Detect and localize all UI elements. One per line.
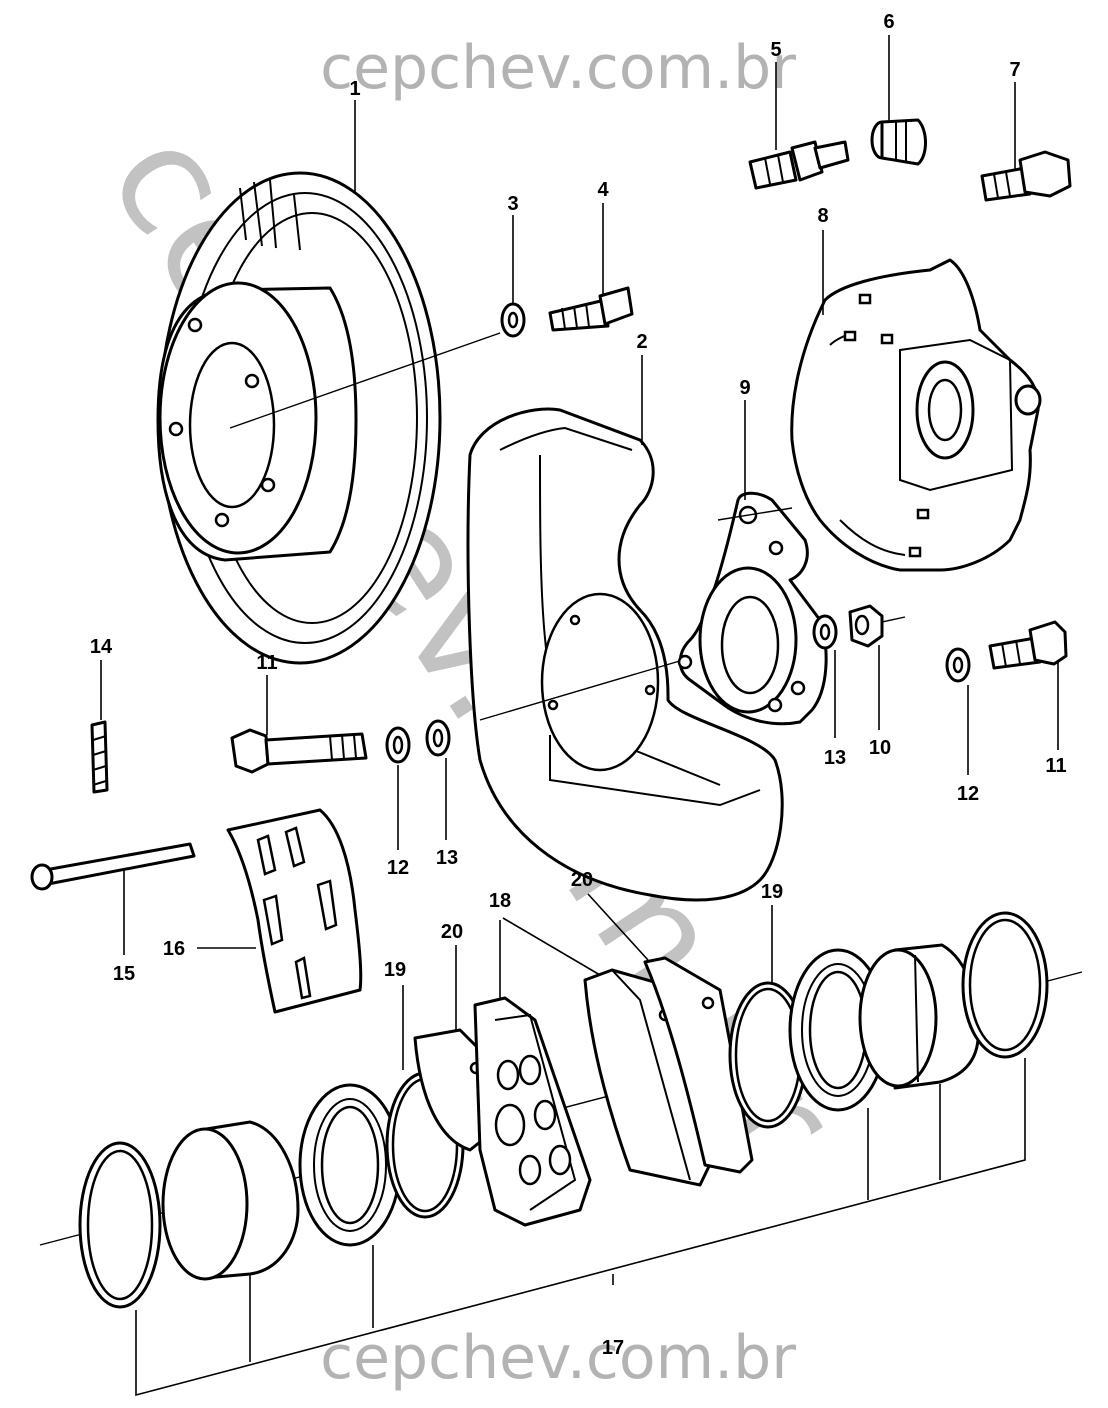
callout-20-left: 20	[441, 921, 463, 943]
callout-2: 2	[636, 331, 647, 353]
bleeder-screw	[748, 140, 850, 190]
bleeder-dust-cap	[870, 118, 927, 166]
lock-washer	[500, 302, 526, 338]
caliper-bolt-left	[230, 728, 368, 774]
piston-left	[161, 1120, 300, 1281]
brake-disc	[156, 171, 501, 665]
callout-4: 4	[597, 179, 609, 201]
watermark-bottom: cepchev.com.br	[320, 1323, 796, 1393]
splash-shield	[466, 407, 784, 902]
lock-washer-right	[945, 647, 971, 683]
seal-ring-right	[961, 911, 1049, 1059]
callout-17: 17	[602, 1337, 624, 1359]
brake-pad-right	[583, 968, 714, 1187]
anti-rattle-spring	[226, 808, 363, 1014]
caliper-bolt-top	[980, 150, 1072, 202]
callout-11-left: 11	[256, 652, 277, 674]
caliper-bracket	[677, 491, 828, 726]
callout-12-left: 12	[387, 857, 409, 879]
callout-16: 16	[163, 938, 185, 960]
brake-caliper	[790, 258, 1042, 572]
flat-washer-right	[812, 614, 838, 650]
callout-5: 5	[770, 39, 781, 61]
callout-13-right: 13	[824, 747, 846, 769]
callout-15: 15	[113, 963, 135, 985]
brake-pad-left	[473, 996, 592, 1227]
callout-7: 7	[1009, 59, 1020, 81]
seal-ring-left	[78, 1141, 162, 1309]
flat-washer-left	[425, 719, 451, 757]
callout-18: 18	[489, 890, 511, 912]
callout-10: 10	[869, 737, 891, 759]
callout-14: 14	[90, 636, 113, 658]
callout-20-right: 20	[571, 869, 593, 891]
callout-8: 8	[817, 205, 828, 227]
callout-3: 3	[507, 193, 518, 215]
callout-12-right: 12	[957, 783, 979, 805]
callout-11-right: 11	[1045, 755, 1066, 777]
callout-19-right: 19	[761, 881, 783, 903]
mounting-bolt	[548, 286, 634, 332]
lock-washer-left	[385, 726, 411, 764]
callout-1: 1	[349, 78, 360, 100]
pad-shim-right	[643, 956, 754, 1174]
dust-boot-left	[298, 1083, 402, 1247]
watermark-top: cepchev.com.br	[320, 33, 796, 103]
callout-9: 9	[739, 377, 750, 399]
spring-pin	[90, 720, 109, 794]
hex-nut	[848, 604, 906, 648]
pad-retaining-pin	[30, 842, 196, 891]
callout-6: 6	[883, 11, 894, 33]
callout-13-left: 13	[436, 847, 458, 869]
callout-19-left: 19	[384, 959, 406, 981]
leader-lines	[100, 35, 1059, 1397]
piston-right	[858, 943, 980, 1090]
caliper-bolt-right	[988, 620, 1068, 670]
